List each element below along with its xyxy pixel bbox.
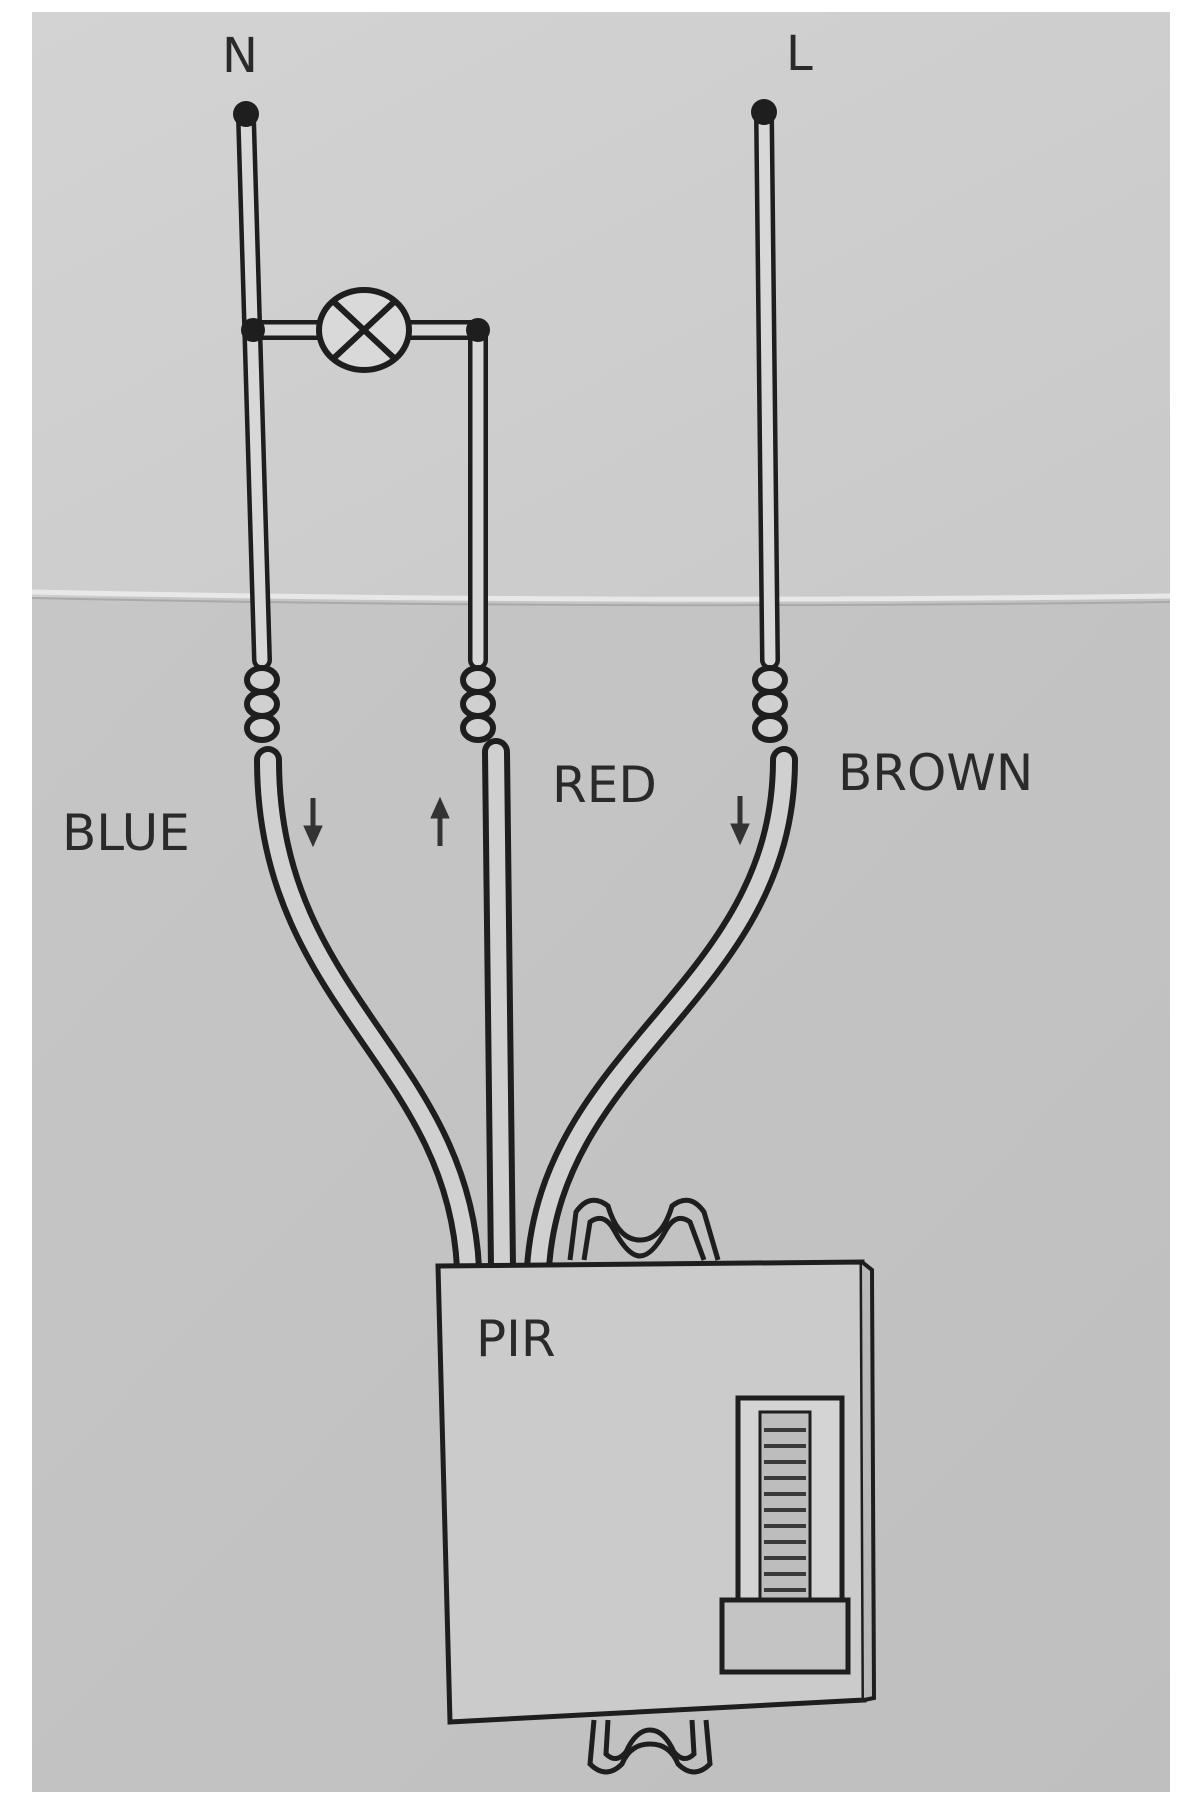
neutral-label: N [222, 28, 258, 84]
arrow-down-icon [730, 796, 750, 846]
brown-label: BROWN [838, 744, 1033, 802]
twist-joint-brown [752, 665, 788, 743]
red-wire-lower [482, 738, 516, 1282]
arrow-up-icon [430, 796, 450, 846]
paper-top [32, 12, 1170, 597]
live-terminal [751, 99, 777, 125]
blue-wire-lower [254, 746, 482, 1282]
brown-wire-upper [754, 106, 780, 670]
pir-device [435, 1197, 877, 1775]
pir-label: PIR [476, 1310, 556, 1368]
neutral-terminal [233, 101, 259, 127]
live-label: L [786, 26, 813, 82]
junction-dot-right [466, 318, 490, 342]
blue-label: BLUE [62, 804, 190, 862]
lamp-icon [316, 287, 412, 373]
red-label: RED [552, 756, 657, 814]
paper-fold [31, 589, 1171, 602]
paper-fold-shadow [31, 597, 1171, 607]
junction-dot-left [241, 318, 265, 342]
arrow-down-icon [303, 798, 323, 848]
adjustment-slider [719, 1395, 851, 1675]
brown-wire-lower [524, 746, 798, 1282]
twist-joint-red [460, 665, 496, 743]
twist-joint-blue [244, 665, 280, 743]
blue-wire-upper [236, 108, 272, 670]
